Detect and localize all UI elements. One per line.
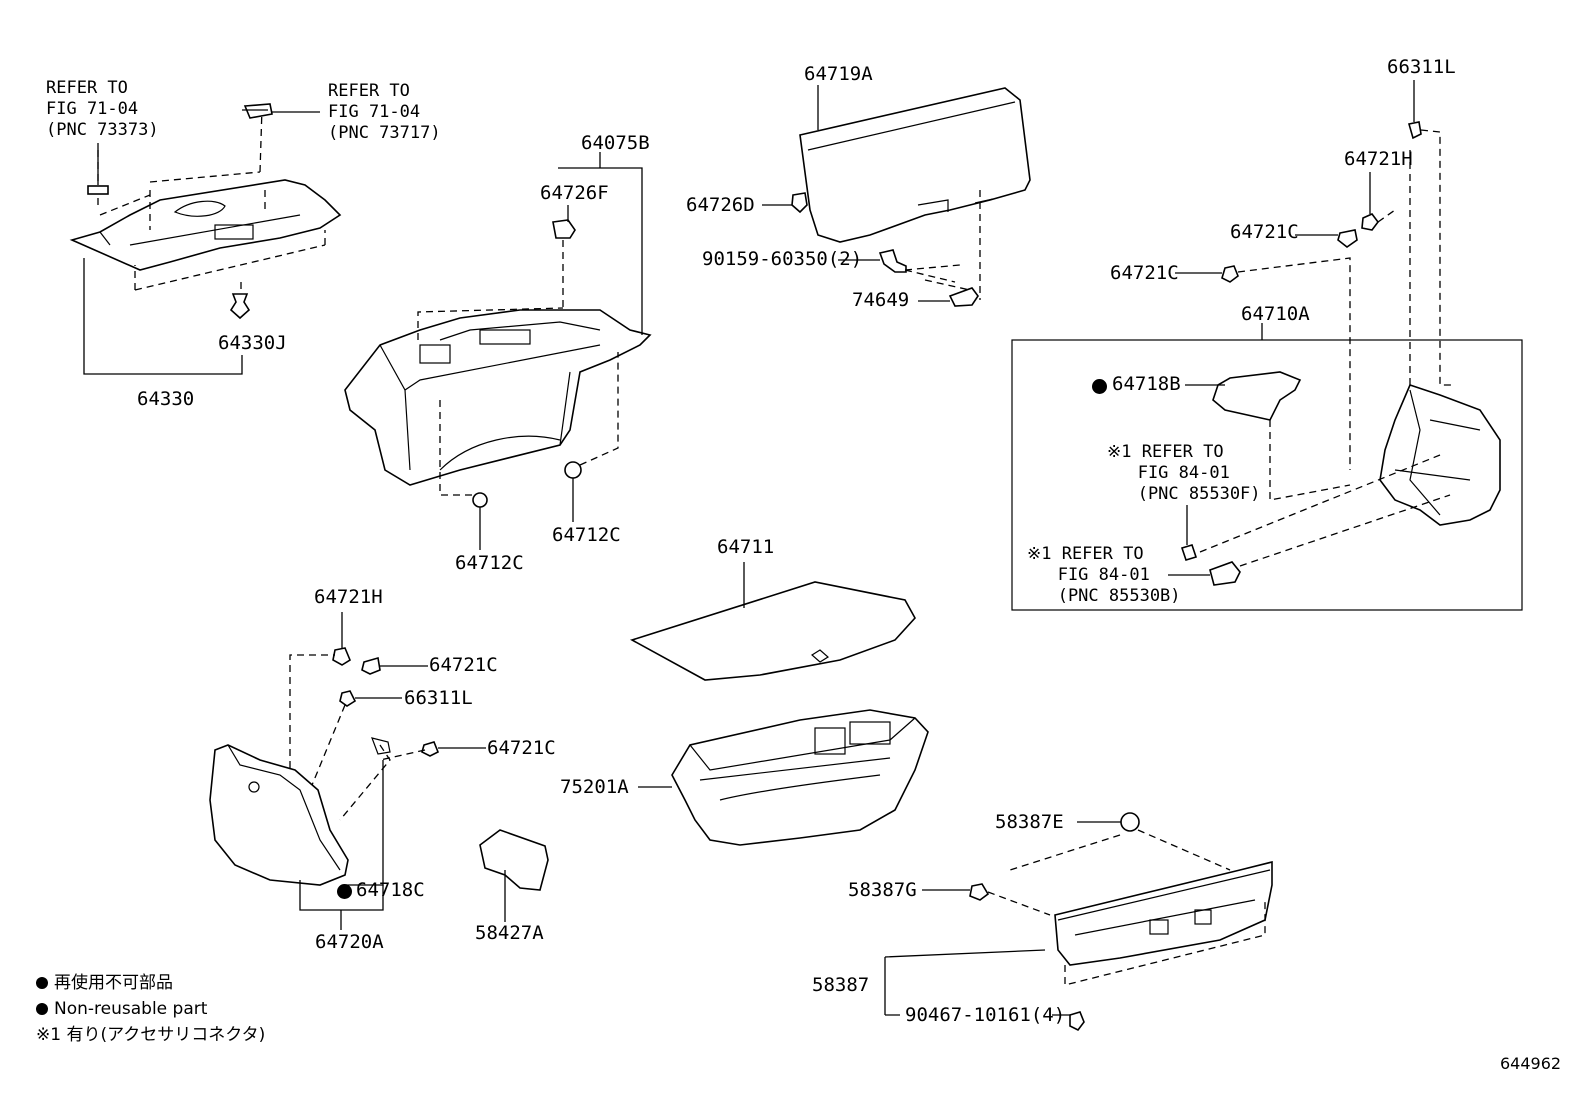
label-64719A: 64719A: [804, 63, 873, 85]
non-reusable-dot-64718B: [1092, 379, 1107, 394]
label-64721H-left: 64721H: [314, 586, 383, 608]
bolt-90159-drawing: [878, 249, 907, 273]
label-64721C-right-1: 64721C: [1230, 221, 1299, 243]
label-64726D: 64726D: [686, 194, 755, 216]
label-58387G: 58387G: [848, 879, 917, 901]
trim-64075B-drawing: [344, 309, 652, 486]
bracket-64330: [83, 258, 243, 375]
label-64721C-left-1: 64721C: [429, 654, 498, 676]
mat-64711-drawing: [629, 562, 916, 681]
label-64710A: 64710A: [1241, 303, 1310, 325]
tray-75201A-drawing: [638, 709, 929, 846]
clip-64330J-drawing: [229, 293, 251, 320]
connector-85530F-drawing: [1180, 544, 1198, 561]
connector-85530B-drawing: [1209, 561, 1241, 586]
clip-64726F-drawing: [552, 219, 576, 239]
legend-row-1: 再使用不可部品: [36, 972, 173, 994]
clip-64721H-l-drawing: [332, 647, 351, 666]
clip-64721C-l1-drawing: [361, 656, 381, 675]
label-64712C-a: 64712C: [455, 552, 524, 574]
legend-text-2: Non-reusable part: [54, 999, 208, 1019]
label-64718B: 64718B: [1112, 373, 1181, 395]
label-64718C: 64718C: [356, 879, 425, 901]
legend-text-3: ※1 有り(アクセサリコネクタ): [36, 1025, 266, 1045]
label-58387E: 58387E: [995, 811, 1064, 833]
label-90467-10161: 90467-10161(4): [905, 1004, 1066, 1026]
legend-dot-icon: [36, 1003, 48, 1015]
clip-64721C-r1-drawing: [1337, 229, 1358, 248]
refer-note-73717: REFER TO FIG 71-04 (PNC 73717): [328, 81, 441, 143]
figure-number: 644962: [1500, 1054, 1562, 1073]
group-box-64710A: [1011, 339, 1523, 611]
label-90159-60350: 90159-60350(2): [702, 248, 863, 270]
clip-58387E-drawing: [1120, 812, 1140, 832]
label-64330: 64330: [137, 388, 195, 410]
label-64721H-right: 64721H: [1344, 148, 1413, 170]
label-64721C-left-2: 64721C: [487, 737, 556, 759]
label-64720A: 64720A: [315, 931, 384, 953]
refer-note-85530B: ※1 REFER TO FIG 84-01 (PNC 85530B): [1027, 544, 1181, 606]
screw-90467-drawing: [1069, 1011, 1085, 1032]
legend-dot-icon: [36, 977, 48, 989]
label-58387: 58387: [812, 974, 870, 996]
legend-row-2: Non-reusable part: [36, 998, 207, 1020]
bracket-74649-drawing: [948, 287, 979, 307]
label-66311L-left: 66311L: [404, 687, 473, 709]
clip-58387G-drawing: [969, 883, 990, 901]
non-reusable-dot-64718C: [337, 884, 352, 899]
clip-64712C-a-drawing: [472, 492, 488, 508]
label-64712C-b: 64712C: [552, 524, 621, 546]
label-64721C-right-2: 64721C: [1110, 262, 1179, 284]
legend-row-3: ※1 有り(アクセサリコネクタ): [36, 1024, 265, 1046]
label-64711: 64711: [717, 536, 775, 558]
clip-64726D-drawing: [791, 192, 808, 214]
pad-64718B-drawing: [1212, 371, 1302, 421]
label-74649: 74649: [852, 289, 910, 311]
clip-66311L-r-drawing: [1407, 121, 1422, 140]
clip-64712C-b-drawing: [564, 461, 582, 479]
clip-64721H-r-drawing: [1361, 213, 1379, 231]
trim-64720A-drawing: [209, 737, 391, 886]
label-64075B: 64075B: [581, 132, 650, 154]
refer-note-85530F: ※1 REFER TO FIG 84-01 (PNC 85530F): [1107, 442, 1261, 504]
label-64726F: 64726F: [540, 182, 609, 204]
refer-note-73373: REFER TO FIG 71-04 (PNC 73373): [46, 78, 159, 140]
cover-64719A-drawing: [799, 85, 1031, 243]
label-66311L-right: 66311L: [1387, 56, 1456, 78]
legend-text-1: 再使用不可部品: [54, 973, 173, 993]
label-75201A: 75201A: [560, 776, 629, 798]
bracket-58427A-drawing: [479, 829, 549, 891]
panel-64330-drawing: [69, 103, 342, 291]
clip-66311L-l-drawing: [339, 690, 357, 707]
label-58427A: 58427A: [475, 922, 544, 944]
clip-64721C-r2-drawing: [1221, 265, 1239, 283]
clip-64721C-l2-drawing: [421, 741, 440, 757]
label-64330J: 64330J: [218, 332, 287, 354]
sill-58387-drawing: [1054, 860, 1273, 966]
